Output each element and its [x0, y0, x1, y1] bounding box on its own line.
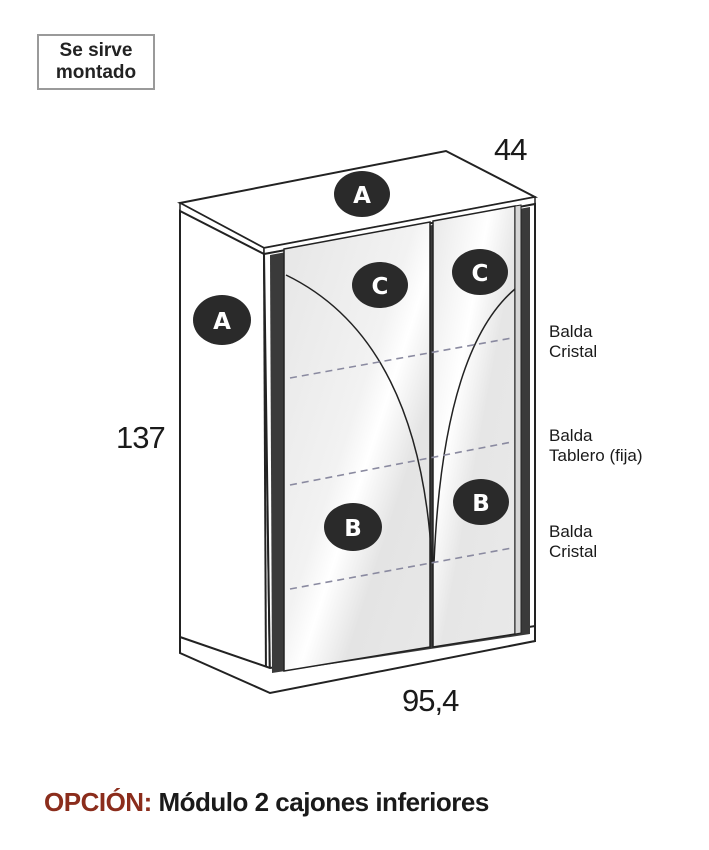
shelf-label-lower-line1: Balda: [549, 522, 593, 541]
left-door-arc: [285, 274, 433, 564]
badge-line-1: Se sirve: [59, 40, 133, 61]
marker-door-upper-left-label: C: [372, 274, 389, 300]
shelf-glass-upper: [289, 337, 513, 379]
shelf-label-lower: Balda Cristal: [549, 522, 597, 562]
shelf-label-upper-line1: Balda: [549, 322, 593, 341]
marker-top-panel: A: [334, 171, 390, 217]
marker-door-lower-left: B: [324, 503, 382, 551]
depth-dimension: 44: [494, 132, 527, 167]
side-panel: [179, 209, 272, 681]
option-text: Módulo 2 cajones inferiores: [158, 787, 489, 817]
shelf-label-lower-line2: Cristal: [549, 542, 598, 561]
shelf-label-middle-line1: Balda: [549, 426, 593, 445]
right-door-arc: [433, 288, 516, 564]
assembled-badge: Se sirve montado: [37, 34, 155, 90]
shelf-label-upper: Balda Cristal: [549, 322, 597, 362]
marker-door-lower-right: B: [453, 479, 509, 525]
marker-side-panel-label: A: [213, 309, 231, 335]
height-dimension: 137: [116, 420, 166, 455]
option-prefix: OPCIÓN:: [44, 787, 152, 817]
option-caption: OPCIÓN: Módulo 2 cajones inferiores: [44, 787, 489, 818]
marker-door-lower-left-label: B: [344, 516, 362, 542]
marker-door-upper-left: C: [352, 262, 408, 308]
shelf-glass-lower: [289, 547, 513, 590]
width-dimension: 95,4: [402, 683, 459, 718]
shelf-label-middle: Balda Tablero (fija): [549, 426, 643, 466]
marker-top-panel-label: A: [353, 183, 371, 209]
marker-side-panel: A: [193, 295, 251, 345]
right-side-strip: [514, 204, 522, 635]
marker-door-upper-right-label: C: [472, 261, 489, 287]
shelf-board-middle: [289, 441, 513, 486]
marker-door-lower-right-label: B: [472, 491, 490, 517]
marker-door-upper-right: C: [452, 249, 508, 295]
left-door: [283, 221, 431, 672]
shelf-label-middle-line2: Tablero (fija): [549, 446, 643, 465]
badge-line-2: montado: [55, 62, 137, 83]
shelf-label-upper-line2: Cristal: [549, 342, 598, 361]
